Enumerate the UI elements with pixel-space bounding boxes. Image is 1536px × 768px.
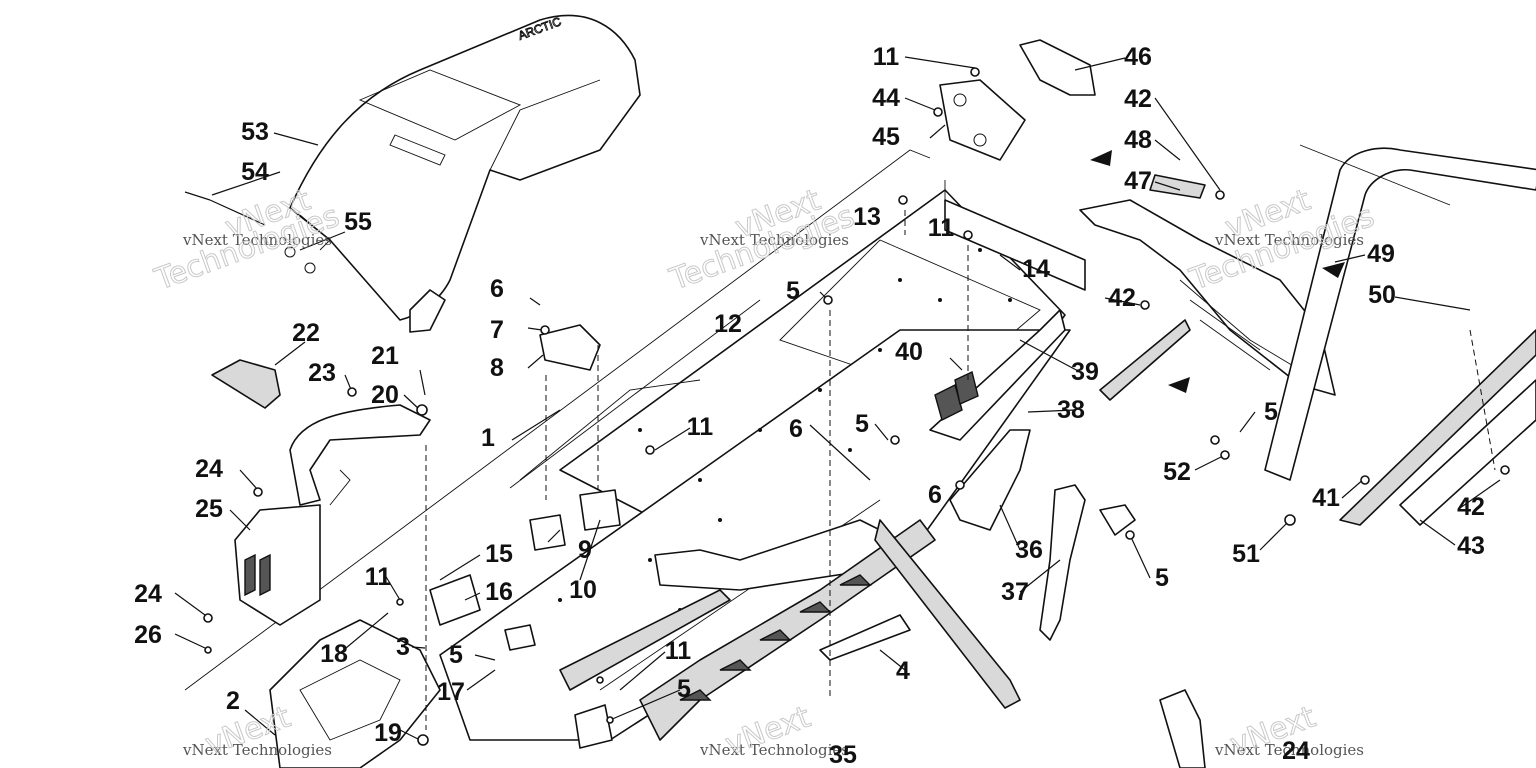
- callout-label: 8: [490, 354, 504, 382]
- callout-label: 36: [1015, 536, 1043, 564]
- parts-drawing: ARCTIC: [174, 14, 1536, 768]
- callout-label: 6: [490, 275, 504, 303]
- callout-label: 42: [1108, 284, 1136, 312]
- callout-label: 11: [687, 413, 714, 441]
- callout-label: 45: [872, 123, 900, 151]
- callout-label: 16: [485, 578, 513, 606]
- callout-label: 24: [1282, 737, 1310, 765]
- callout-label: 15: [485, 540, 513, 568]
- callout-label: 7: [490, 316, 504, 344]
- callout-label: 44: [872, 84, 900, 112]
- callout-label: 5: [855, 410, 869, 438]
- callout-label: 21: [371, 342, 399, 370]
- callout-label: 41: [1312, 484, 1340, 512]
- callout-label: 5: [1264, 398, 1278, 426]
- callout-label: 3: [396, 633, 410, 661]
- callout-label: 9: [578, 536, 592, 564]
- callout-label: 6: [928, 481, 942, 509]
- callout-label: 37: [1001, 578, 1029, 606]
- callout-label: 54: [241, 158, 269, 186]
- callout-labels: 1 2 3 4 5 5 5 5 5 5 6 6 6 7 8 9 10 11 11…: [134, 43, 1485, 768]
- watermark-text: vNext Technologies: [1214, 741, 1364, 759]
- watermark-text: vNext Technologies: [182, 231, 332, 249]
- callout-label: 24: [134, 580, 162, 608]
- callout-label: 12: [714, 310, 742, 338]
- callout-label: 4: [896, 657, 910, 685]
- watermark-text: vNext Technologies: [1214, 231, 1364, 249]
- watermark-text: vNext Technologies: [699, 231, 849, 249]
- callout-label: 11: [665, 637, 692, 665]
- callout-label: 1: [481, 424, 495, 452]
- watermark-text: vNext Technologies: [699, 741, 849, 759]
- callout-label: 2: [226, 687, 240, 715]
- callout-label: 51: [1232, 540, 1260, 568]
- callout-label: 49: [1367, 240, 1395, 268]
- callout-label: 48: [1124, 126, 1152, 154]
- callout-label: 5: [449, 641, 463, 669]
- callout-label: 5: [677, 675, 691, 703]
- callout-label: 24: [195, 455, 223, 483]
- callout-label: 35: [829, 741, 857, 768]
- callout-label: 17: [437, 678, 465, 706]
- callout-label: 38: [1057, 396, 1085, 424]
- callout-label: 11: [365, 563, 392, 591]
- callout-label: 19: [374, 719, 402, 747]
- tunnel-part: [184, 149, 1071, 741]
- callout-label: 5: [1155, 564, 1169, 592]
- callout-label: 53: [241, 118, 269, 146]
- callout-label: 39: [1071, 358, 1099, 386]
- callout-label: 43: [1457, 532, 1485, 560]
- callout-label: 20: [371, 381, 399, 409]
- callout-label: 42: [1124, 85, 1152, 113]
- callout-label: 40: [895, 338, 923, 366]
- callout-label: 11: [928, 214, 955, 242]
- callout-label: 13: [853, 203, 881, 231]
- callout-label: 25: [195, 495, 223, 523]
- callout-label: 18: [320, 640, 348, 668]
- callout-label: 10: [569, 576, 597, 604]
- callout-label: 46: [1124, 43, 1152, 71]
- callout-label: 14: [1022, 255, 1050, 283]
- callout-label: 22: [292, 319, 320, 347]
- callout-label: 5: [786, 277, 800, 305]
- callout-label: 47: [1124, 167, 1152, 195]
- callout-label: 23: [308, 359, 336, 387]
- callout-label: 50: [1368, 281, 1396, 309]
- callout-label: 26: [134, 621, 162, 649]
- callout-label: 11: [873, 43, 900, 71]
- seat-part: ARCTIC: [289, 14, 641, 333]
- callout-label: 52: [1163, 458, 1191, 486]
- callout-label: 42: [1457, 493, 1485, 521]
- watermark-text: vNext Technologies: [182, 741, 332, 759]
- callout-label: 55: [344, 208, 372, 236]
- callout-label: 6: [789, 415, 803, 443]
